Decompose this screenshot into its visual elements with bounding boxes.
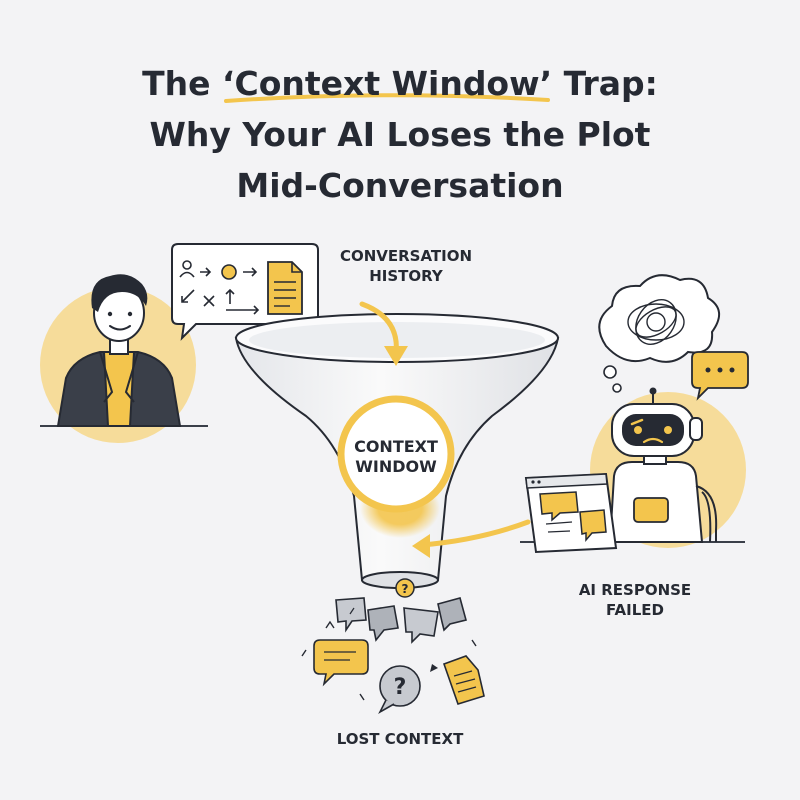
page-title: The ‘Context Window’ Trap: Why Your AI L… <box>0 58 800 211</box>
response-arrow <box>419 519 531 548</box>
context-window-label: CONTEXT WINDOW <box>354 437 438 476</box>
svg-text:?: ? <box>402 582 409 596</box>
person-figure <box>40 274 208 443</box>
tangle-icon <box>627 299 685 345</box>
message-bubble-icon <box>313 639 369 687</box>
robot-visor <box>622 414 684 446</box>
title-line-3: Mid-Conversation <box>236 166 564 205</box>
broken-bubble-icon <box>437 597 467 632</box>
title-line-2: Why Your AI Loses the Plot <box>149 115 651 154</box>
arrow-diag-icon <box>181 289 195 303</box>
title-part-2: Trap: <box>552 64 658 103</box>
funnel: ? <box>234 313 560 598</box>
arrow-up-icon <box>225 288 235 304</box>
ellipsis-bubble-icon <box>691 351 749 401</box>
robot-arm <box>695 485 718 542</box>
person-shirt <box>102 351 136 427</box>
context-window-ring <box>337 395 455 513</box>
person-hair <box>91 274 148 312</box>
x-icon <box>203 295 215 307</box>
tablet-screen <box>524 472 618 554</box>
conversation-history-label: CONVERSATION HISTORY <box>339 247 473 285</box>
line-arrow-icon <box>226 305 260 315</box>
dot-icon <box>221 264 237 280</box>
arrow-right-icon <box>243 267 258 277</box>
question-bubble-icon: ? <box>378 665 421 715</box>
lost-fragments: ? <box>301 597 485 715</box>
user-icon <box>179 260 195 278</box>
broken-bubble-icon <box>403 607 439 644</box>
document-fragment-icon <box>442 655 485 705</box>
broken-bubble-icon <box>367 605 399 642</box>
ai-response-failed-label: AI RESPONSE FAILED <box>578 581 692 619</box>
arrow-right-icon <box>200 267 212 277</box>
lost-context-label: LOST CONTEXT <box>336 730 464 748</box>
title-highlight: ‘Context Window’ <box>221 64 553 103</box>
broken-bubble-icon <box>335 597 367 633</box>
title-highlight-underline <box>224 93 550 103</box>
svg-text:?: ? <box>394 675 407 700</box>
thought-cloud <box>598 274 720 363</box>
title-part-1: The <box>142 64 222 103</box>
document-icon <box>267 261 303 315</box>
robot-figure <box>520 274 749 554</box>
question-icon: ? <box>395 578 415 598</box>
conversation-bubble <box>171 243 319 341</box>
